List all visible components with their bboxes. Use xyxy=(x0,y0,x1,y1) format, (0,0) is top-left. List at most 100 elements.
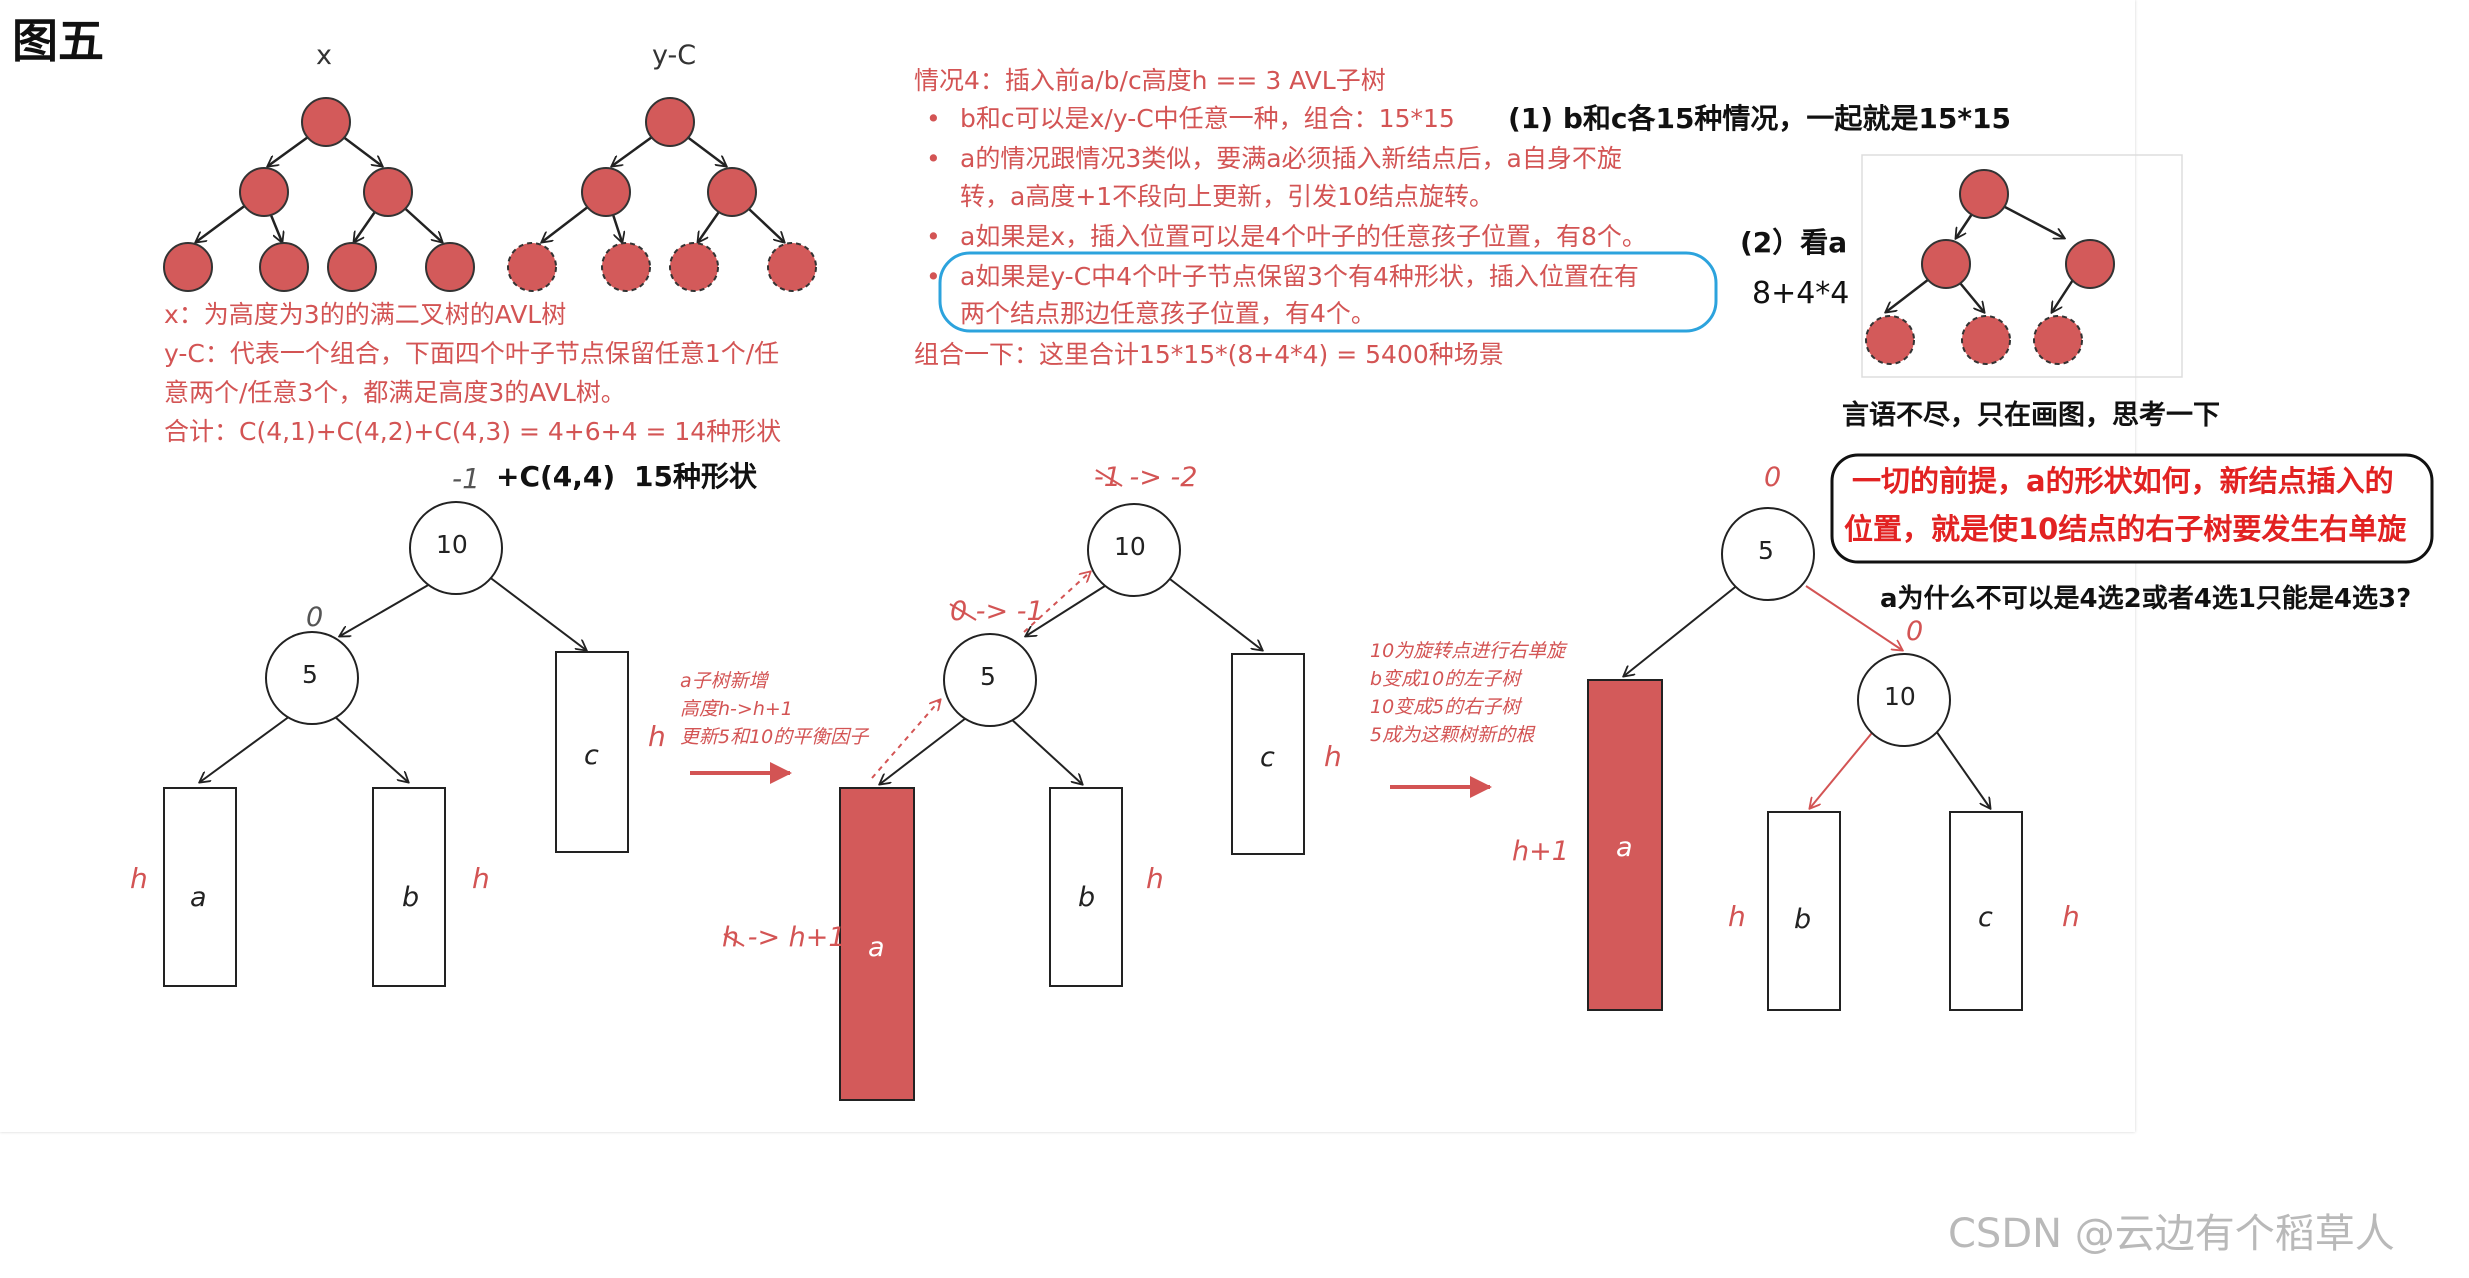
tree-x-node xyxy=(301,97,351,147)
strike-d2-root xyxy=(1095,469,1123,487)
d1-c-label: c xyxy=(584,740,599,771)
c44-annotation: +C(4,4) xyxy=(496,460,616,493)
d1-box-b xyxy=(372,787,446,987)
tree-yc-leaf-dashed xyxy=(601,242,651,292)
d3-c-label: c xyxy=(1978,902,1993,933)
tree-yc-leaf-dashed xyxy=(669,242,719,292)
d2-box-a xyxy=(839,787,915,1101)
d2-b-label: b xyxy=(1078,882,1096,913)
d1-box-c xyxy=(555,651,629,853)
case4-bullet-1: b和c可以是x/y-C中任意一种，组合：15*15 xyxy=(960,104,1455,133)
arrow2-text-4: 5成为这颗树新的根 xyxy=(1370,724,1535,746)
case4-bullet-2b: 转，a高度+1不段向上更新，引发10结点旋转。 xyxy=(960,182,1494,211)
d1-root xyxy=(409,501,503,595)
case4-bullet-3: a如果是x，插入位置可以是4个叶子的任意孩子位置，有8个。 xyxy=(960,222,1647,251)
d1-left-label: 5 xyxy=(302,660,318,689)
tree-x-node xyxy=(363,167,413,217)
d3-right xyxy=(1857,653,1951,747)
d2-left xyxy=(943,633,1037,727)
d3-b-label: b xyxy=(1794,904,1812,935)
d2-left-label: 5 xyxy=(980,662,996,691)
tree-yc-nodes xyxy=(507,97,817,292)
arrow1-text-1: a子树新增 xyxy=(680,670,768,692)
small-node xyxy=(2065,239,2115,289)
case4-bullet-2a: a的情况跟情况3类似，要满a必须插入新结点后，a自身不旋 xyxy=(960,144,1622,173)
arrow2-text-3: 10变成5的右子树 xyxy=(1370,696,1521,718)
d3-box-a xyxy=(1587,679,1663,1011)
d1-root-balance: -1 xyxy=(452,462,480,495)
note-1: (1) b和c各15种情况，一起就是15*15 xyxy=(1508,102,2012,135)
arrow2-text-2: b变成10的左子树 xyxy=(1370,668,1521,690)
left-note-2: y-C：代表一个组合，下面四个叶子节点保留任意1个/任 xyxy=(164,339,780,368)
tree-yc-node xyxy=(645,97,695,147)
arrow1-text-3: 更新5和10的平衡因子 xyxy=(680,726,869,748)
d2-h-c: h xyxy=(1324,740,1342,773)
diagram-2 xyxy=(839,503,1305,1101)
tree-yc-node xyxy=(581,167,631,217)
d3-a-label: a xyxy=(1616,832,1633,863)
d2-a-label: a xyxy=(868,932,885,963)
d2-h-b: h xyxy=(1146,862,1164,895)
d2-root xyxy=(1087,503,1181,597)
d1-left xyxy=(265,631,359,725)
d1-h-a: h xyxy=(130,862,148,895)
diagram-3 xyxy=(1587,507,2023,1011)
d2-h-change: h -> h+1 xyxy=(722,922,846,953)
case4-combine: 组合一下：这里合计15*15*(8+4*4) = 5400种场景 xyxy=(914,340,1504,369)
tree-x-node xyxy=(239,167,289,217)
d2-root-balance: -1 -> -2 xyxy=(1094,462,1198,493)
page-title: 图五 xyxy=(12,14,104,68)
watermark: CSDN @云边有个稻草人 xyxy=(1948,1211,2395,1257)
d3-box-c xyxy=(1949,811,2023,1011)
d1-box-a xyxy=(163,787,237,987)
note-3: 8+4*4 xyxy=(1752,276,1850,311)
d3-root-balance: 0 xyxy=(1764,462,1782,493)
tree-right-small-nodes xyxy=(1865,169,2115,365)
left-note-4: 合计：C(4,1)+C(4,2)+C(4,3) = 4+6+4 = 14种形状 xyxy=(164,417,782,446)
tree-x-node xyxy=(425,242,475,292)
d3-box-b xyxy=(1767,811,1841,1011)
tree-yc-node xyxy=(707,167,757,217)
d1-b-label: b xyxy=(402,882,420,913)
d3-h-plus: h+1 xyxy=(1512,836,1569,867)
d3-right-label: 10 xyxy=(1884,682,1916,711)
case4-bullet-4b: 两个结点那边任意孩子位置，有4个。 xyxy=(960,299,1376,328)
d2-root-label: 10 xyxy=(1114,532,1146,561)
note-words: 言语不尽，只在画图，思考一下 xyxy=(1842,400,2220,431)
small-leaf-dashed xyxy=(2033,315,2083,365)
d1-left-balance: 0 xyxy=(306,602,324,633)
d1-a-label: a xyxy=(190,882,207,913)
d1-h-b: h xyxy=(472,862,490,895)
case4-heading: 情况4：插入前a/b/c高度h == 3 AVL子树 xyxy=(914,66,1386,95)
tree-yc-label: y-C xyxy=(652,40,697,71)
d2-left-balance: 0 -> -1 xyxy=(950,596,1044,627)
note-2: (2）看a xyxy=(1740,226,1848,259)
highlight-outline xyxy=(938,251,1718,333)
case4-bullet-4a: a如果是y-C中4个叶子节点保留3个有4种形状，插入位置在有 xyxy=(960,262,1639,291)
arrow2-text-1: 10为旋转点进行右单旋 xyxy=(1370,640,1566,662)
small-node xyxy=(1921,239,1971,289)
strike-d2-left xyxy=(949,603,977,621)
d2-box-b xyxy=(1049,787,1123,987)
tree-x-node xyxy=(259,242,309,292)
d3-right-balance: 0 xyxy=(1906,616,1924,647)
premise-box xyxy=(1830,453,2434,564)
left-note-3: 意两个/任意3个，都满足高度3的AVL树。 xyxy=(164,378,626,407)
arrow1-text-2: 高度h->h+1 xyxy=(680,698,793,720)
small-node xyxy=(1959,169,2009,219)
tree-yc-leaf-dashed xyxy=(507,242,557,292)
small-leaf-dashed xyxy=(1865,315,1915,365)
d3-root-label: 5 xyxy=(1758,536,1774,565)
tree-x-label: x xyxy=(316,40,332,71)
d2-box-c xyxy=(1231,653,1305,855)
left-note-1: x：为高度为3的的满二叉树的AVL树 xyxy=(164,300,567,329)
small-leaf-dashed xyxy=(1961,315,2011,365)
question: a为什么不可以是4选2或者4选1只能是4选3? xyxy=(1880,584,2412,614)
tree-yc-leaf-dashed xyxy=(767,242,817,292)
tree-x-nodes xyxy=(163,97,475,292)
tree-x-node xyxy=(327,242,377,292)
shapes15-annotation: 15种形状 xyxy=(634,460,757,493)
d3-h-b: h xyxy=(1728,900,1746,933)
